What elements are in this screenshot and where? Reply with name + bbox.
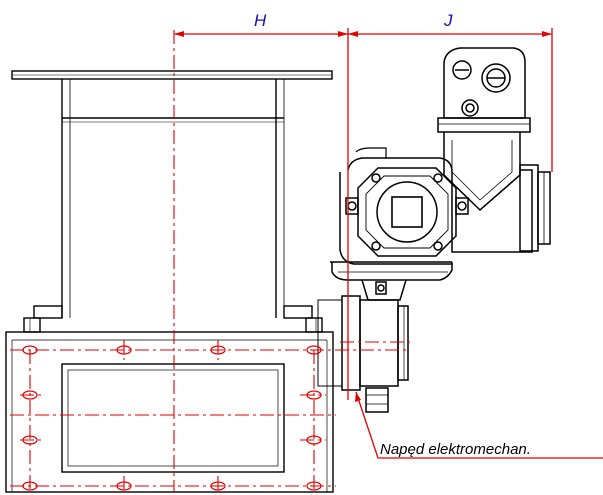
front-cover-plate [376, 181, 438, 243]
electromechanical-actuator [317, 47, 551, 413]
top-cover-gland [481, 63, 511, 93]
dimension-h-label: H [254, 11, 267, 30]
centerlines [10, 30, 410, 492]
dimension-j-label: J [443, 11, 453, 30]
chute-body [5, 70, 334, 493]
dimension-arrows [174, 31, 552, 402]
dimension-lines [174, 28, 603, 459]
bolt-holes [22, 345, 322, 491]
actuator-callout-label: Napęd elektromechan. [380, 441, 531, 458]
top-cover-screw-left [452, 60, 472, 80]
display-window [391, 196, 423, 228]
